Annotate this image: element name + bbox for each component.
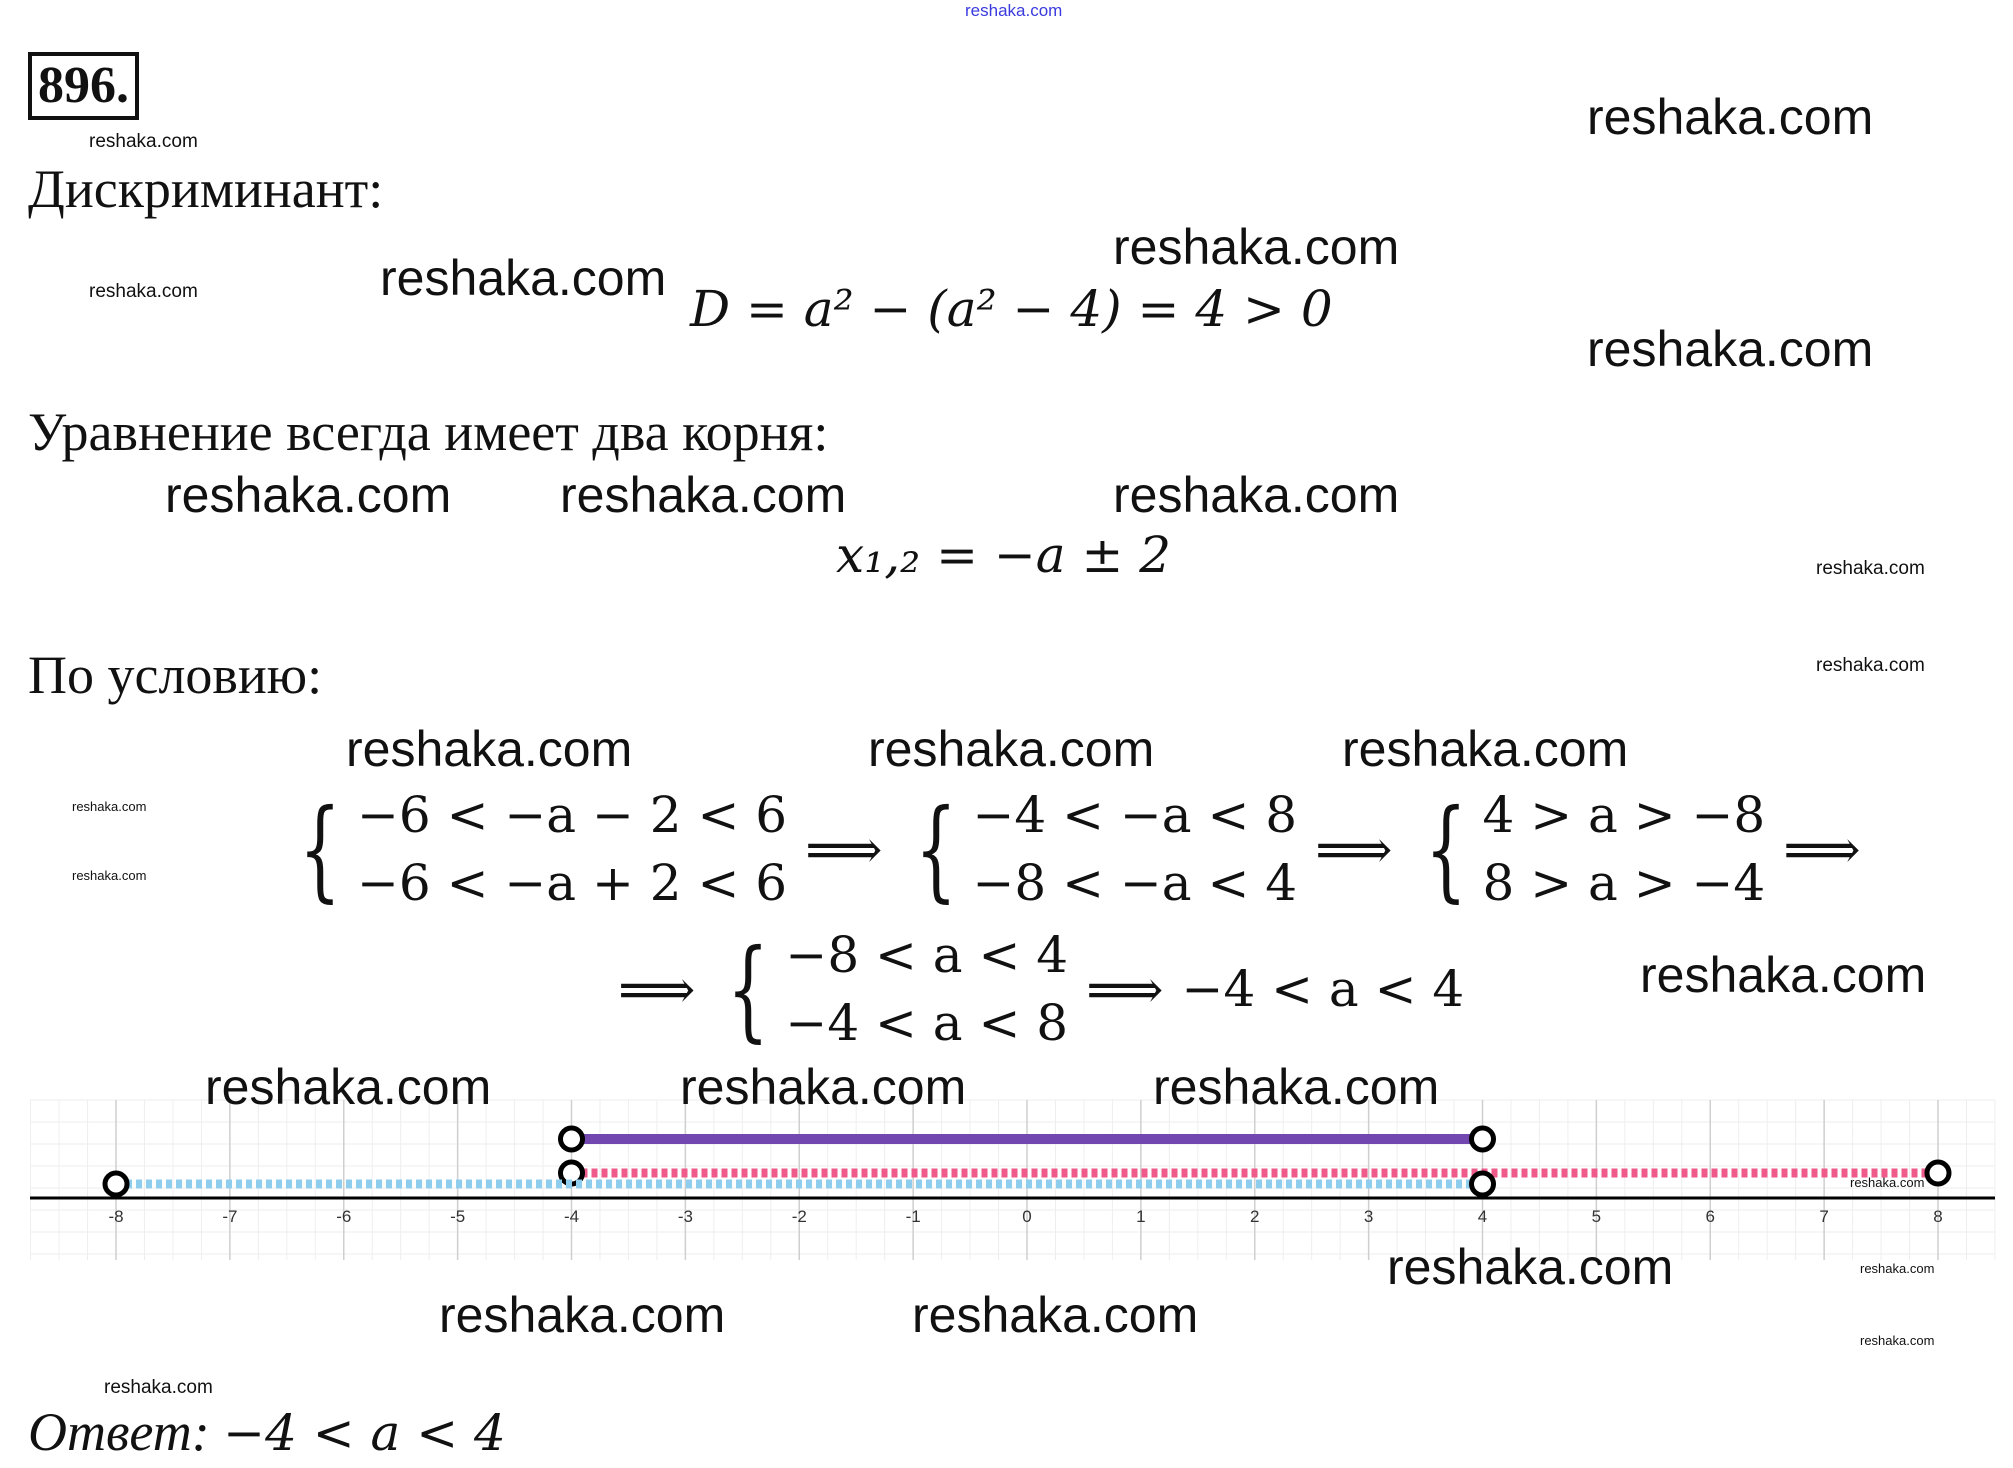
heading-condition: По условию: (28, 645, 323, 705)
tick-label: -6 (336, 1207, 351, 1226)
formula-discriminant: D = a² − (a² − 4) = 4 > 0 (690, 280, 1333, 338)
tick-label: 6 (1706, 1207, 1715, 1226)
open-endpoint (1924, 1159, 1952, 1187)
system2-line2: −8 < −a < 4 (972, 854, 1298, 912)
watermark: reshaka.com (380, 250, 667, 306)
open-endpoint (102, 1170, 130, 1198)
system4-line2: −4 < a < 8 (785, 994, 1069, 1052)
watermark: reshaka.com (89, 131, 198, 152)
tick-label: -2 (792, 1207, 807, 1226)
watermark: reshaka.com (560, 467, 847, 523)
watermark: reshaka.com (89, 281, 198, 302)
watermark: reshaka.com (72, 868, 147, 883)
watermark: reshaka.com (1587, 89, 1874, 145)
brace: { (727, 925, 770, 1053)
implies-arrow: ⟹ (1783, 817, 1861, 881)
watermark: reshaka.com (346, 721, 633, 777)
formula-roots: x₁,₂ = −a ± 2 (836, 526, 1172, 584)
brace: { (914, 785, 957, 913)
heading-roots: Уравнение всегда имеет два корня: (28, 402, 829, 462)
result: −4 < a < 4 (1181, 960, 1465, 1018)
answer: Ответ: −4 < a < 4 (28, 1405, 506, 1459)
watermark: reshaka.com (1587, 321, 1874, 377)
watermark: reshaka.com (72, 799, 147, 814)
open-endpoint (1469, 1170, 1496, 1198)
watermark: reshaka.com (912, 1287, 1199, 1343)
watermark: reshaka.com (1640, 947, 1927, 1003)
watermark: reshaka.com (1113, 467, 1400, 523)
open-endpoint (558, 1125, 585, 1153)
tick-label: -7 (222, 1207, 237, 1226)
watermark: reshaka.com (1860, 1333, 1935, 1348)
tick-label: -3 (678, 1207, 693, 1226)
problem-number: 896. (28, 52, 139, 120)
answer-label: Ответ: (28, 1402, 210, 1462)
system2-line1: −4 < −a < 8 (972, 786, 1298, 844)
tick-label: 3 (1364, 1207, 1373, 1226)
tick-label: 8 (1933, 1207, 1942, 1226)
tick-label: 1 (1136, 1207, 1145, 1226)
tick-label: -1 (906, 1207, 921, 1226)
tick-label: 4 (1478, 1207, 1487, 1226)
brace: { (299, 785, 341, 913)
tick-label: 7 (1819, 1207, 1828, 1226)
brace: { (1424, 785, 1467, 913)
watermark: reshaka.com (868, 721, 1155, 777)
watermark: reshaka.com (1387, 1239, 1674, 1295)
implies-arrow: ⟹ (1086, 957, 1164, 1021)
system-row-1: { −6 < −a − 2 < 6 −6 < −a + 2 < 6 ⟹ { −4… (285, 790, 1879, 908)
watermark: reshaka.com (1860, 1261, 1935, 1276)
answer-value: −4 < a < 4 (223, 1404, 506, 1462)
tick-label: -4 (564, 1207, 579, 1226)
implies-arrow: ⟹ (805, 817, 883, 881)
heading-discriminant: Дискриминант: (28, 159, 384, 219)
system3-line2: 8 > a > −4 (1482, 854, 1766, 912)
number-line: -8 -7 -6 -5 -4 -3 -2 -1 0 1 2 3 4 5 6 7 8 (30, 1099, 1996, 1260)
system1-line2: −6 < −a + 2 < 6 (357, 854, 788, 912)
tick-label: 2 (1250, 1207, 1259, 1226)
system-row-2: ⟹ { −8 < a < 4 −4 < a < 8 ⟹ −4 < a < 4 (600, 930, 1464, 1048)
system1-line1: −6 < −a − 2 < 6 (357, 786, 788, 844)
watermark: reshaka.com (1113, 219, 1400, 275)
tick-label: 5 (1592, 1207, 1601, 1226)
watermark: reshaka.com (1850, 1175, 1925, 1190)
watermark: reshaka.com (1816, 558, 1925, 579)
open-endpoint (1469, 1125, 1496, 1153)
watermark: reshaka.com (104, 1377, 213, 1398)
watermark: reshaka.com (1816, 655, 1925, 676)
watermark: reshaka.com (1342, 721, 1629, 777)
system3-line1: 4 > a > −8 (1482, 786, 1766, 844)
watermark: reshaka.com (165, 467, 452, 523)
tick-label: -8 (108, 1207, 123, 1226)
tick-label: -5 (450, 1207, 465, 1226)
implies-arrow: ⟹ (618, 957, 696, 1021)
tick-label: 0 (1022, 1207, 1031, 1226)
watermark: reshaka.com (680, 1059, 967, 1115)
watermark-top[interactable]: reshaka.com (965, 1, 1063, 20)
watermark: reshaka.com (439, 1287, 726, 1343)
implies-arrow: ⟹ (1315, 817, 1393, 881)
watermark: reshaka.com (1153, 1059, 1440, 1115)
watermark: reshaka.com (205, 1059, 492, 1115)
system4-line1: −8 < a < 4 (785, 926, 1069, 984)
